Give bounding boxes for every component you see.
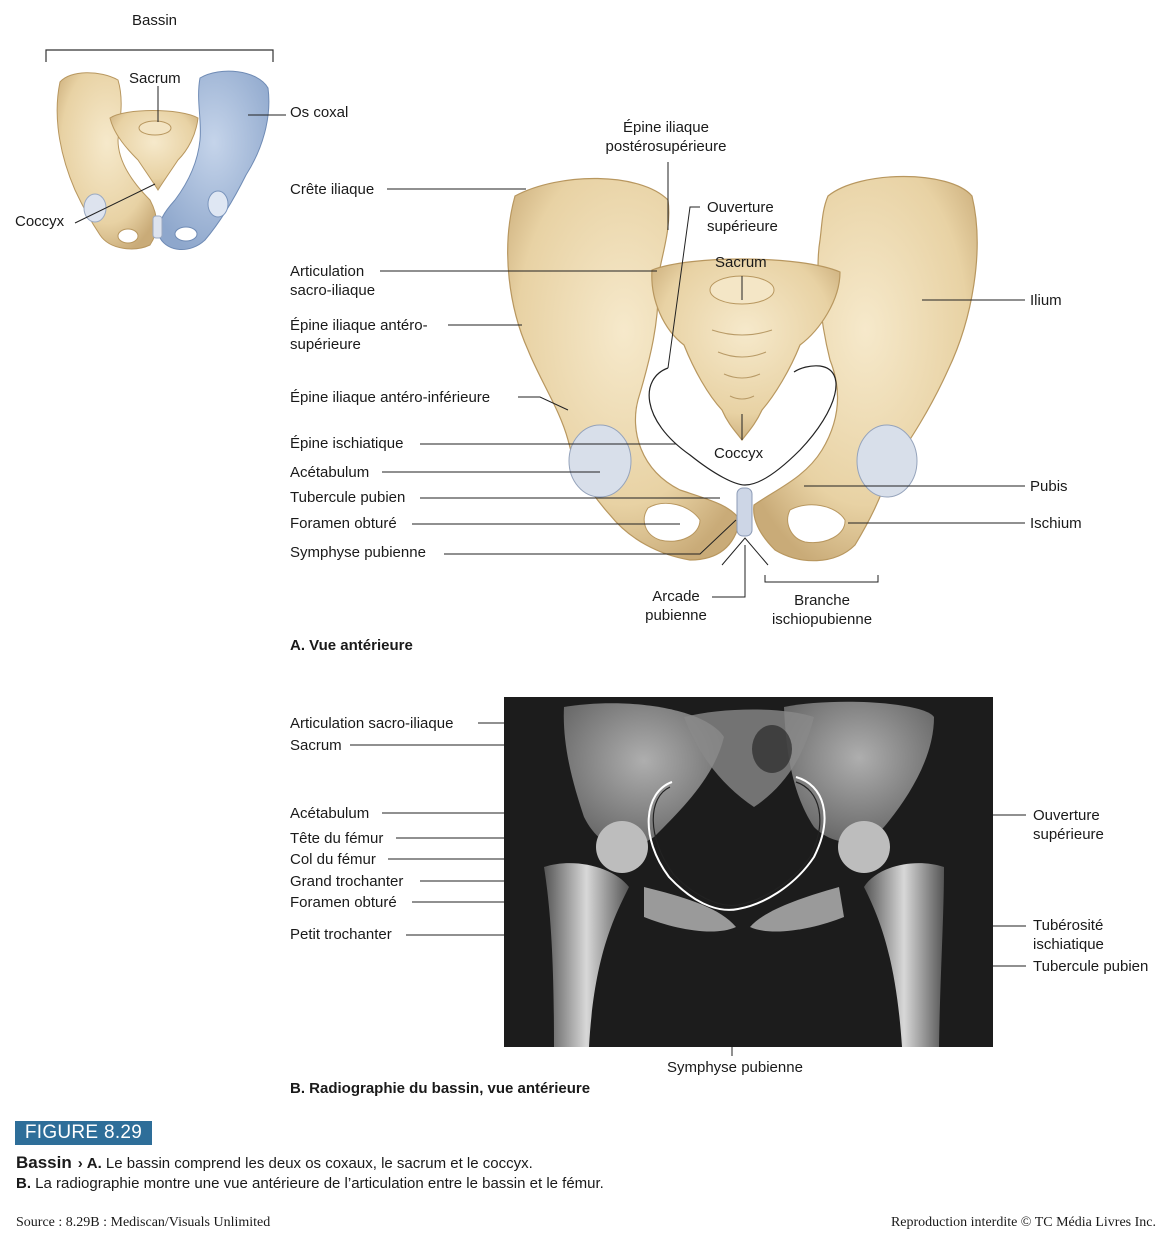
panel-a-pelvis — [380, 162, 1025, 598]
caption-b-key: B. — [16, 1175, 31, 1192]
inset-label-sacrum: Sacrum — [129, 70, 181, 87]
right-acetabulum — [856, 424, 918, 498]
inset-pelvis — [45, 49, 286, 250]
label-ischium: Ischium — [1030, 515, 1082, 532]
label-ilium: Ilium — [1030, 292, 1062, 309]
label-epine-iliaque-antero-superieure: Épine iliaque antéro- supérieure — [290, 317, 428, 353]
label-epine-iliaque-antero-inferieure: Épine iliaque antéro-inférieure — [290, 389, 491, 406]
panel-a-caption: A. Vue antérieure — [290, 637, 413, 654]
sacrum — [651, 258, 841, 441]
sacral-ridges — [711, 329, 773, 400]
xray-label-grand-trochanter: Grand trochanter — [290, 873, 404, 890]
label-epine-ischiatique: Épine ischiatique — [290, 435, 404, 452]
xray-image — [504, 697, 993, 1047]
pubic-symphysis — [736, 487, 753, 537]
label-epine-iliaque-posterosuperieure: Épine iliaque postérosupérieure — [605, 119, 727, 155]
xray-label-acetabulum: Acétabulum — [290, 805, 370, 822]
xray-label-articulation-sacro-iliaque: Articulation sacro-iliaque — [290, 715, 454, 732]
label-crete-iliaque: Crête iliaque — [290, 181, 375, 198]
xray-label-sacrum: Sacrum — [290, 737, 342, 754]
inset-left-obturator — [117, 228, 139, 244]
xray-label-tubercule-pubien: Tubercule pubien — [1033, 958, 1149, 975]
caption-line-a: Bassin ›A. Le bassin comprend les deux os… — [16, 1153, 604, 1174]
left-ilium — [507, 177, 741, 561]
label-tubercule-pubien: Tubercule pubien — [290, 489, 406, 506]
xray-label-tuberosite-ischiatique: Tubérosité ischiatique — [1033, 917, 1104, 953]
figure-number-badge: FIGURE 8.29 — [15, 1121, 152, 1145]
caption-b-text: La radiographie montre une vue antérieur… — [31, 1175, 604, 1192]
left-obturator — [643, 502, 701, 542]
right-obturator — [787, 504, 846, 544]
label-pubis: Pubis — [1030, 478, 1068, 495]
label-arcade-pubienne: Arcade pubienne — [645, 588, 707, 624]
figure-caption: Bassin ›A. Le bassin comprend les deux os… — [16, 1153, 604, 1194]
panel-b-caption: B. Radiographie du bassin, vue antérieur… — [290, 1080, 591, 1097]
caption-line-b: B. La radiographie montre une vue antéri… — [16, 1174, 604, 1194]
inset-label-os-coxal: Os coxal — [290, 104, 349, 121]
inset-right-coxal — [158, 70, 270, 250]
xray-label-tete-du-femur: Tête du fémur — [290, 830, 384, 847]
footer-copyright: Reproduction interdite © TC Média Livres… — [890, 1215, 1156, 1230]
right-ilium — [753, 176, 978, 562]
inset-bracket — [45, 49, 274, 62]
label-acetabulum: Acétabulum — [290, 464, 370, 481]
label-symphyse-pubienne: Symphyse pubienne — [290, 544, 426, 561]
label-articulation-sacro-iliaque: Articulation sacro-iliaque — [290, 263, 376, 299]
label-foramen-obture: Foramen obturé — [290, 515, 397, 532]
label-branche-ischiopubienne: Branche ischiopubienne — [771, 592, 873, 628]
inset-symphysis — [152, 215, 163, 239]
inset-right-acetabulum — [207, 190, 229, 218]
xray-label-symphyse-pubienne: Symphyse pubienne — [667, 1059, 803, 1076]
pelvic-inlet-outline — [648, 365, 837, 486]
label-ouverture-superieure-a: Ouverture supérieure — [707, 199, 778, 235]
xray-pelvis-drawing — [504, 697, 993, 1047]
xray-label-petit-trochanter: Petit trochanter — [290, 926, 392, 943]
xray-label-ouverture-superieure: Ouverture supérieure — [1033, 807, 1104, 843]
footer-source: Source : 8.29B : Mediscan/Visuals Unlimi… — [16, 1215, 271, 1230]
left-acetabulum — [568, 424, 632, 498]
inset-title: Bassin — [132, 12, 178, 29]
label-coccyx-a: Coccyx — [714, 445, 764, 462]
inset-sacrum — [109, 110, 199, 191]
xray-label-foramen-obture: Foramen obturé — [290, 894, 397, 911]
inset-right-obturator — [174, 226, 198, 242]
inset-left-acetabulum — [83, 193, 107, 223]
label-sacrum-a: Sacrum — [715, 254, 767, 271]
inset-label-coccyx: Coccyx — [15, 213, 65, 230]
caption-a-text: Le bassin comprend les deux os coxaux, l… — [101, 1155, 533, 1172]
caption-arrow-icon: › — [77, 1155, 83, 1172]
caption-topic: Bassin — [16, 1153, 72, 1172]
inset-sacral-body — [138, 120, 172, 136]
caption-a-key: A. — [86, 1155, 102, 1172]
xray-label-col-du-femur: Col du fémur — [290, 851, 376, 868]
